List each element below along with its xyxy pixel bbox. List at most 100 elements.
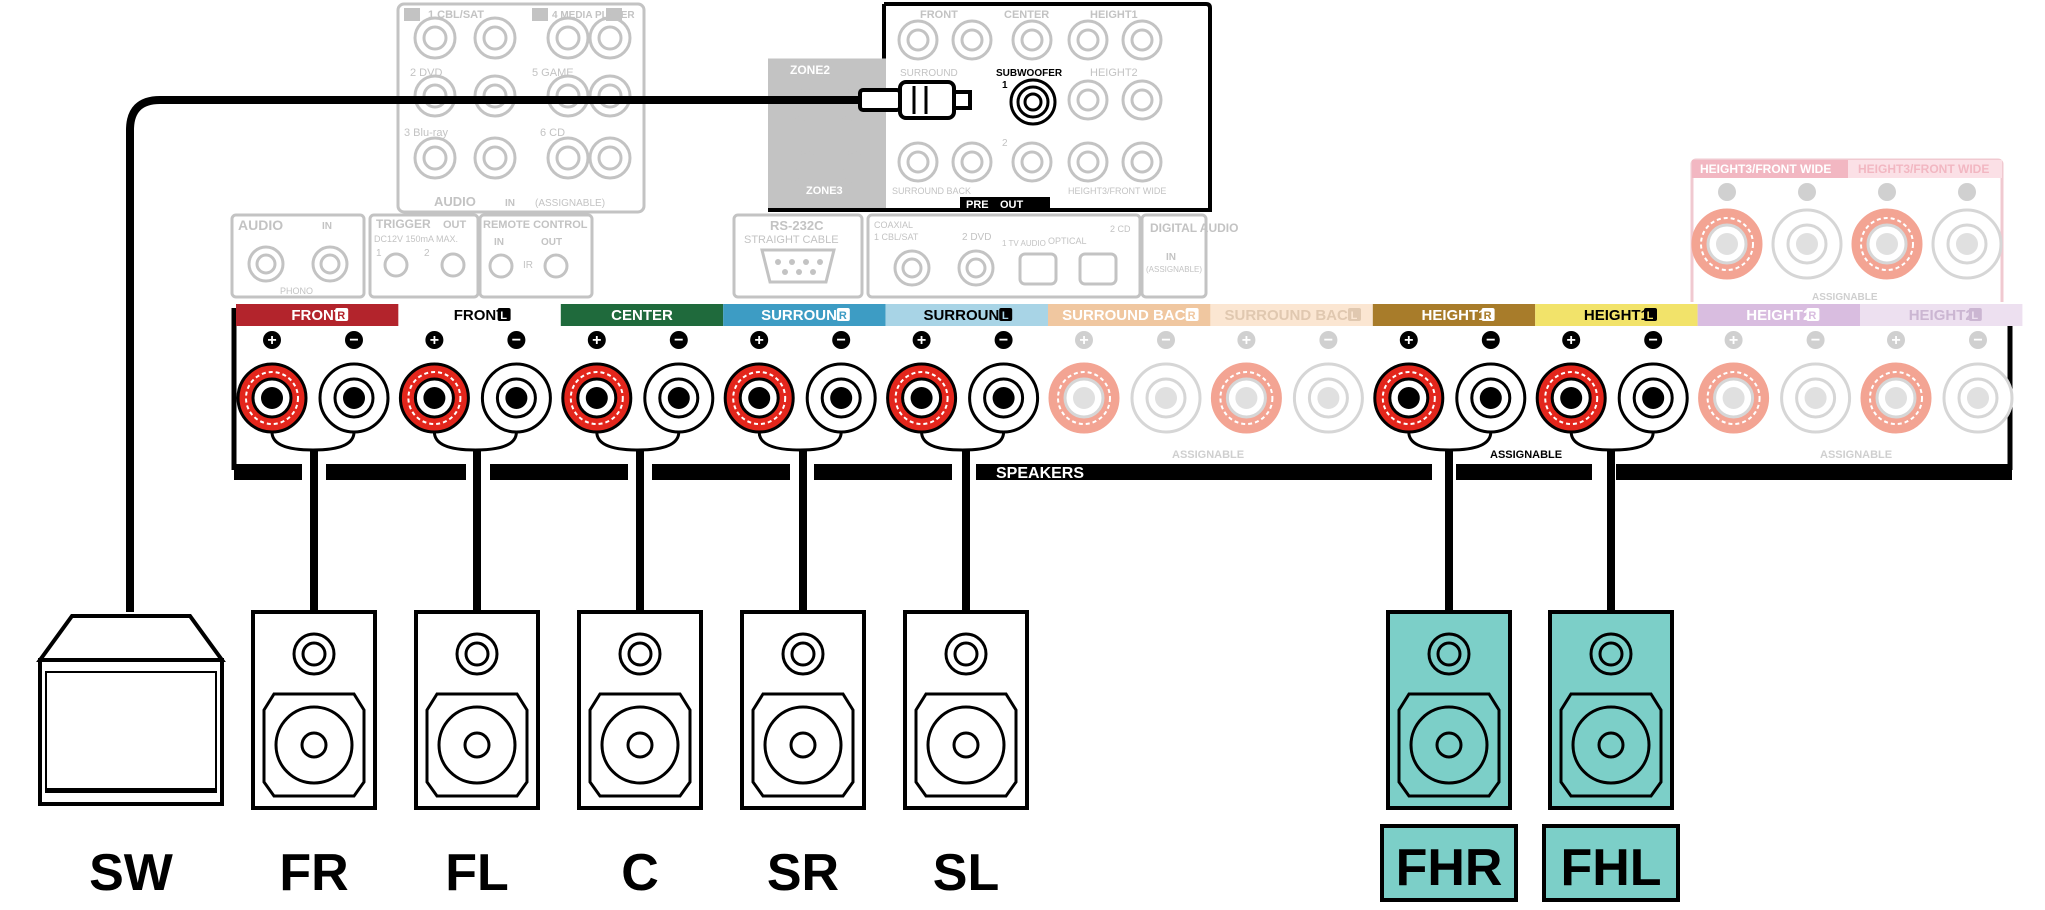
phono-trigger-remote-block (230, 213, 594, 299)
minus-marker (1798, 183, 1816, 201)
plus-marker (263, 331, 281, 349)
channel-tab-label: HEIGHT2 (1909, 307, 1974, 324)
side-badge (1806, 308, 1820, 321)
digital-in: IN (1166, 252, 1176, 263)
woofer-frame (1559, 692, 1663, 798)
terminal-ridge (1463, 371, 1518, 425)
rca-jack (1121, 79, 1163, 121)
terminal-ridge (1219, 371, 1274, 425)
minus-sign: − (1649, 332, 1658, 349)
plus-marker (1878, 183, 1896, 201)
rca-jack (588, 136, 632, 180)
plus-sign: + (1079, 332, 1088, 349)
minus-sign: − (512, 332, 521, 349)
digital-block (732, 213, 1208, 299)
speakers-bar-segment (490, 464, 628, 480)
plus-marker (1718, 183, 1736, 201)
speaker-label-sl: SL (933, 844, 999, 902)
minus-marker (1319, 331, 1338, 349)
terminal-post (1235, 387, 1258, 409)
plus-marker (1887, 331, 1905, 349)
rca-jack-inner (422, 145, 448, 171)
audio-in-label-4: 4 MEDIA PLAYER (552, 10, 635, 21)
side-badge (1644, 308, 1657, 321)
side-badge-label: R (1484, 310, 1492, 322)
positive-terminal (236, 362, 308, 434)
speaker-cabinet (740, 610, 866, 810)
height3-right-label: HEIGHT3/FRONT WIDE (1700, 162, 1831, 176)
plus-marker (1562, 331, 1581, 349)
terminal-post (667, 387, 690, 409)
speaker-unit-fl (414, 610, 540, 810)
remote-in: IN (494, 237, 504, 248)
speakers-bar-segment (652, 464, 790, 480)
rca-jack-inner (960, 28, 984, 52)
terminal-ridge (1860, 217, 1914, 271)
coaxial-2: 2 DVD (962, 232, 991, 243)
tweeter-inner (464, 641, 490, 667)
terminal-post (1479, 387, 1502, 409)
plus-sign: + (1242, 332, 1251, 349)
pre-out-block (768, 2, 1212, 212)
minus-sign: − (1486, 332, 1495, 349)
plus-sign: + (1891, 332, 1900, 349)
side-badge (335, 308, 349, 321)
speaker-cabinet (1386, 610, 1512, 810)
terminal-ridge (1544, 371, 1599, 425)
rca-jack (1121, 19, 1163, 61)
remote-out: OUT (541, 237, 562, 248)
speaker-label-fr: FR (279, 844, 348, 902)
speaker-unit-fr (251, 610, 377, 810)
woofer-dust-cap (952, 731, 980, 759)
channel-tab (1372, 304, 1536, 326)
positive-terminal (723, 362, 795, 434)
rca-jack (473, 136, 517, 180)
plus-sign: + (1729, 332, 1738, 349)
height3-terminals (1691, 183, 2003, 280)
woofer-dust-cap (300, 731, 328, 759)
terminal-ridge (894, 371, 949, 425)
plus-marker (1075, 331, 1093, 349)
speaker-unit-c (577, 610, 703, 810)
negative-terminal (318, 362, 390, 434)
rca-jack-inner (597, 145, 623, 171)
pre-out-surround: SURROUND (900, 68, 958, 79)
positive-terminal (1535, 362, 1607, 434)
speakers-bar (234, 464, 2012, 480)
trigger-title: TRIGGER (376, 217, 431, 231)
woofer-dust-cap (463, 731, 491, 759)
rca-jack (546, 16, 590, 60)
terminal-post (1876, 233, 1898, 255)
terminal-post (1967, 387, 1989, 409)
terminal-ridge (245, 371, 299, 425)
minus-sign: − (837, 332, 846, 349)
negative-terminal (805, 362, 877, 434)
woofer-cone (926, 705, 1006, 785)
rca-jack-inner (1130, 28, 1154, 52)
pre-out-center: CENTER (1004, 9, 1049, 21)
pre-out-subwoofer: SUBWOOFER (996, 68, 1063, 79)
plus-marker (1724, 331, 1743, 349)
terminal-post (830, 387, 853, 409)
pre-out-label-out: OUT (1000, 199, 1024, 211)
minus-sign: − (1811, 332, 1820, 349)
minus-marker (832, 331, 851, 349)
side-badge (1968, 308, 1982, 321)
speakers-bar-segment (814, 464, 952, 480)
side-badge-label: L (1002, 310, 1009, 322)
negative-terminal (1455, 362, 1527, 434)
tweeter-inner (790, 641, 816, 667)
negative-terminal (480, 362, 552, 434)
audio-in-label-3: 3 Blu-ray (404, 127, 449, 139)
positive-terminal (1851, 208, 1923, 280)
assignable-label-3: ASSIGNABLE (1820, 449, 1892, 461)
speakers-bar-segment (976, 464, 1432, 480)
channel-tab-label: CENTER (611, 307, 673, 324)
tweeter-outer (781, 632, 825, 676)
woofer-dust-cap (1597, 731, 1625, 759)
terminal-ridge (407, 371, 462, 425)
rs232-sub: STRAIGHT CABLE (744, 234, 839, 246)
pre-out-height1: HEIGHT1 (1090, 9, 1138, 21)
plus-sign: + (267, 332, 276, 349)
